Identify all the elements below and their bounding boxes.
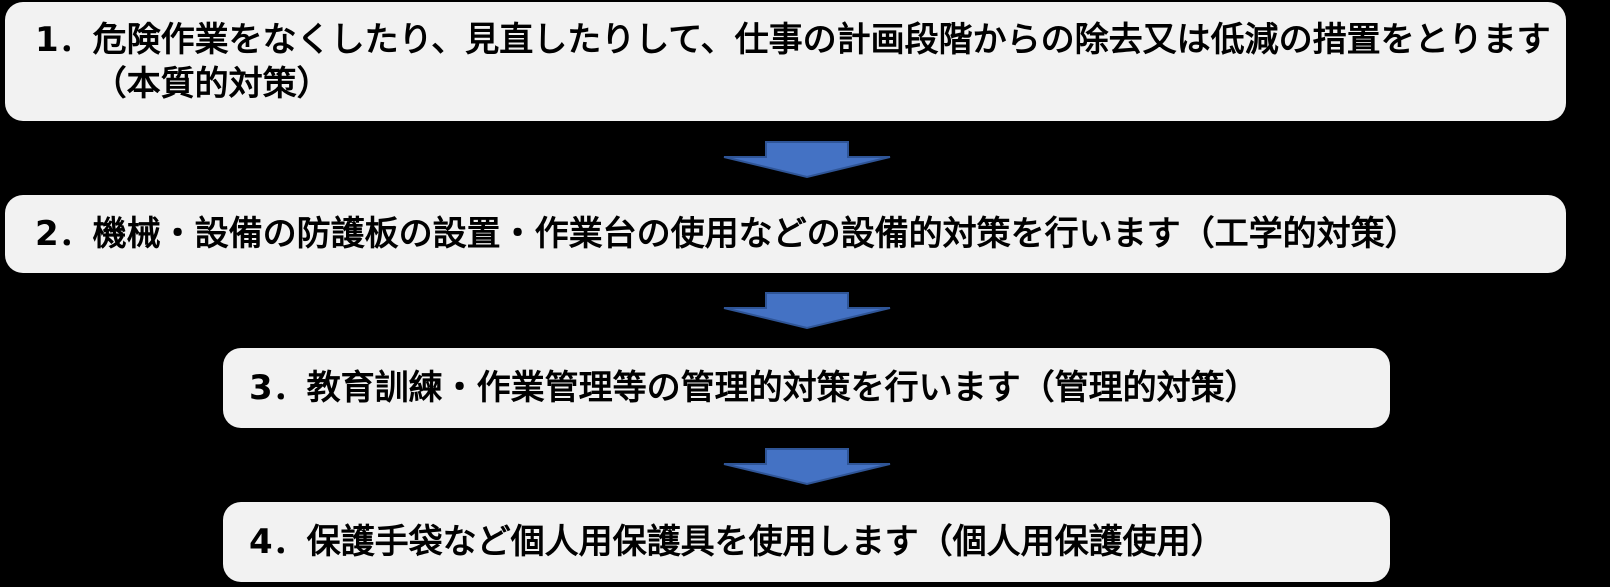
step-box-1: 1． 危険作業をなくしたり、見直したりして、仕事の計画段階からの除去又は低減の措… [5, 2, 1566, 121]
step-text: 機械・設備の防護板の設置・作業台の使用などの設備的対策を行います（工学的対策） [92, 214, 1419, 254]
down-arrow-icon [723, 141, 891, 179]
step-box-3: 3． 教育訓練・作業管理等の管理的対策を行います（管理的対策） [223, 348, 1390, 428]
step-number: 4． [249, 522, 307, 562]
step-text: 危険作業をなくしたり、見直したりして、仕事の計画段階からの除去又は低減の措置をと… [92, 20, 1551, 104]
step-number: 1． [35, 20, 93, 60]
step-number: 2． [35, 214, 93, 254]
step-text: 保護手袋など個人用保護具を使用します（個人用保護使用） [306, 522, 1225, 562]
step-text: 教育訓練・作業管理等の管理的対策を行います（管理的対策） [306, 368, 1259, 408]
step-box-4: 4． 保護手袋など個人用保護具を使用します（個人用保護使用） [223, 502, 1390, 582]
down-arrow-icon [723, 448, 891, 486]
down-arrow-icon [723, 292, 891, 330]
step-number: 3． [249, 368, 307, 408]
step-box-2: 2． 機械・設備の防護板の設置・作業台の使用などの設備的対策を行います（工学的対… [5, 195, 1566, 273]
